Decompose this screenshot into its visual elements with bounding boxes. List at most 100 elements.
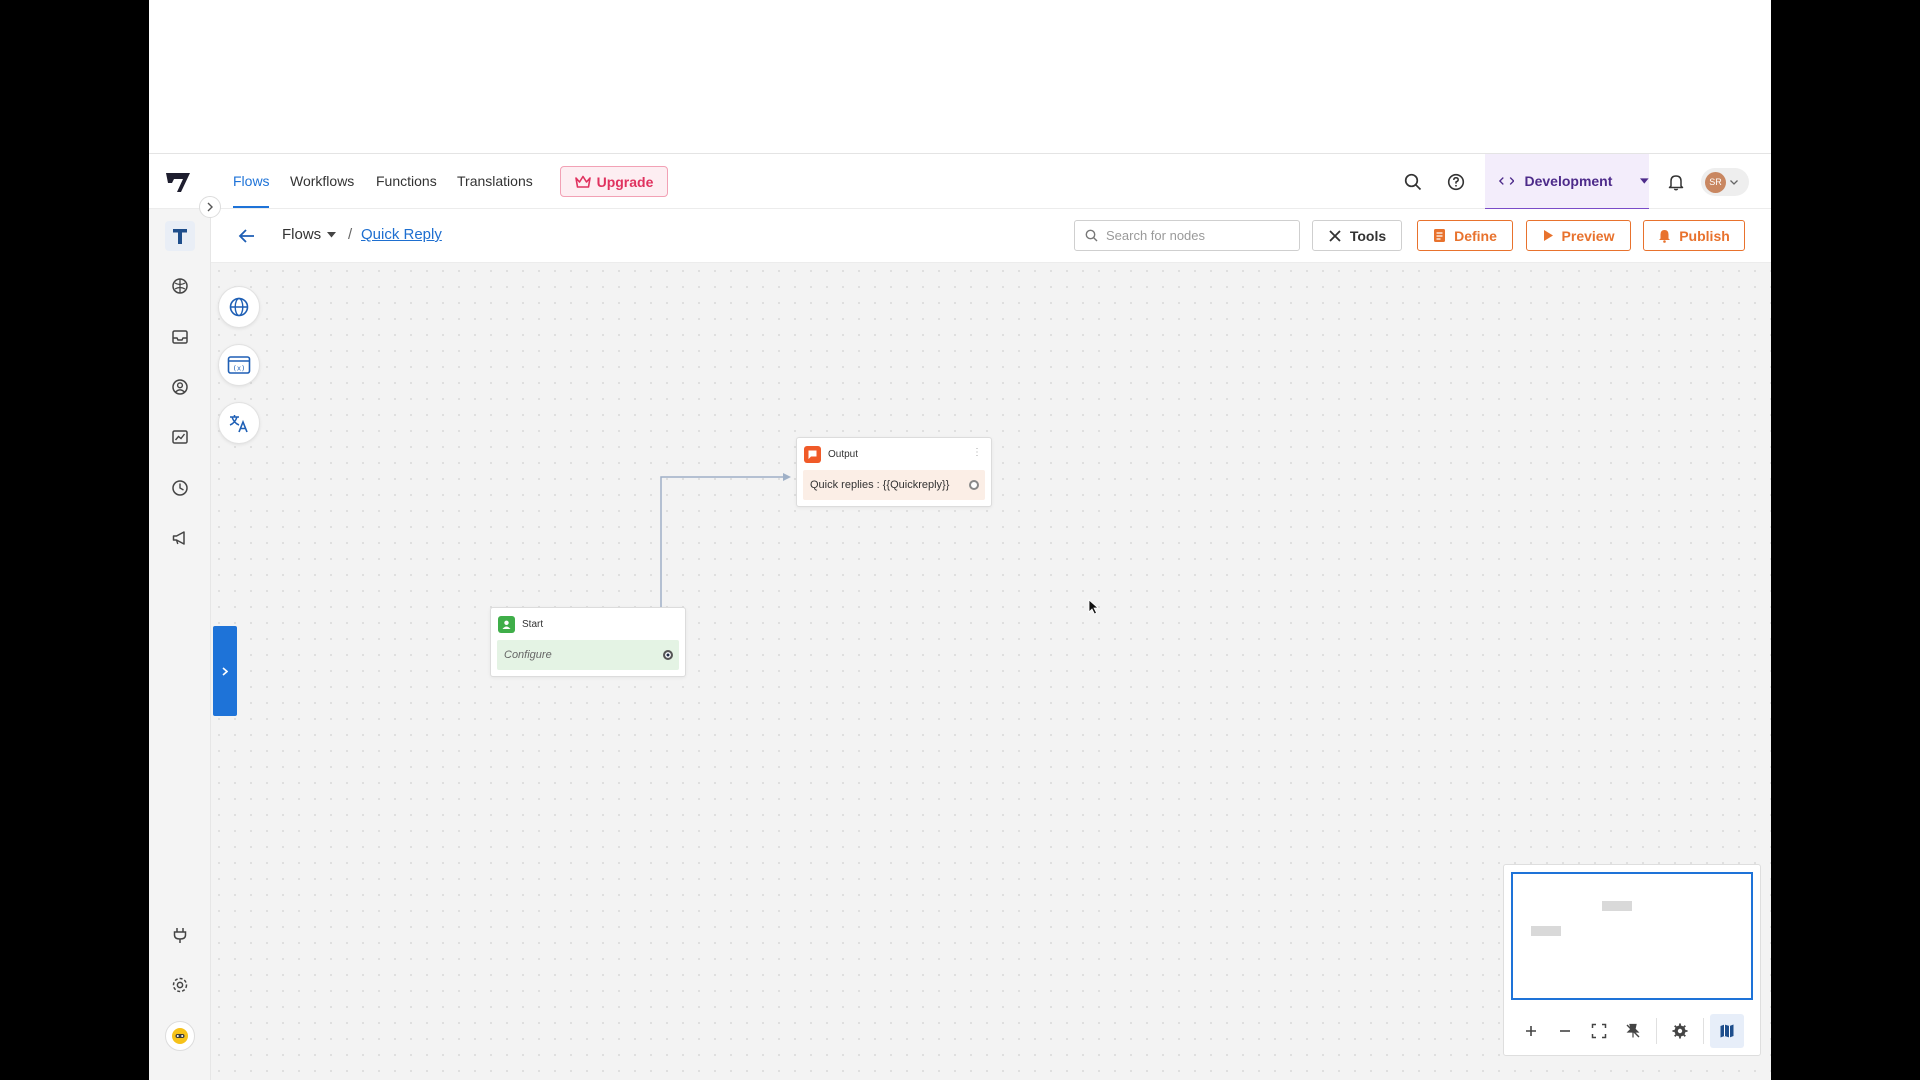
start-node[interactable]: Start Configure bbox=[490, 607, 686, 677]
zoom-out-icon bbox=[1560, 1029, 1570, 1032]
start-node-port[interactable] bbox=[663, 650, 673, 660]
translate-icon bbox=[229, 415, 248, 433]
pin-button[interactable] bbox=[1616, 1014, 1650, 1048]
chevron-right-icon bbox=[207, 202, 213, 212]
rail-item-contacts[interactable] bbox=[165, 372, 195, 402]
breadcrumb-current[interactable]: Quick Reply bbox=[361, 226, 442, 243]
pin-icon bbox=[1626, 1023, 1640, 1037]
settings-icon bbox=[172, 977, 188, 993]
plug-icon bbox=[173, 928, 187, 943]
zoom-in-button[interactable] bbox=[1514, 1014, 1548, 1048]
canvas-settings-button[interactable] bbox=[1663, 1014, 1697, 1048]
top-nav-bar: Flows Workflows Functions Translations U… bbox=[149, 153, 1771, 210]
minimap-toggle-button[interactable] bbox=[1710, 1013, 1744, 1048]
output-node[interactable]: Output ⋮ Quick replies : {{Quickreply}} bbox=[796, 437, 992, 507]
minimap-viewport[interactable] bbox=[1511, 872, 1753, 1000]
upgrade-button[interactable]: Upgrade bbox=[560, 166, 668, 197]
minimap-controls bbox=[1504, 1006, 1760, 1055]
start-node-content: Configure bbox=[504, 649, 552, 661]
map-icon bbox=[1720, 1024, 1734, 1037]
crown-icon bbox=[574, 175, 591, 188]
upgrade-label: Upgrade bbox=[596, 173, 654, 190]
flow-canvas[interactable]: (x) bbox=[211, 263, 1771, 1080]
chevron-down-icon bbox=[1730, 179, 1738, 185]
publish-button[interactable]: Publish bbox=[1643, 220, 1745, 251]
output-node-body[interactable]: Quick replies : {{Quickreply}} bbox=[803, 470, 985, 500]
breadcrumb-root[interactable]: Flows bbox=[282, 226, 337, 243]
tab-flows[interactable]: Flows bbox=[233, 154, 270, 208]
output-node-title: Output bbox=[828, 448, 859, 460]
support-icon bbox=[172, 1028, 188, 1044]
caret-down-icon bbox=[327, 231, 337, 237]
zoom-out-button[interactable] bbox=[1548, 1014, 1582, 1048]
rail-item-settings[interactable] bbox=[165, 970, 195, 1000]
rail-item-ai[interactable] bbox=[165, 271, 195, 301]
rail-item-history[interactable] bbox=[165, 473, 195, 503]
brand-logo[interactable] bbox=[163, 168, 193, 196]
rail-item-integrations[interactable] bbox=[165, 920, 195, 950]
settings-icon bbox=[1672, 1023, 1688, 1038]
megaphone-icon bbox=[172, 531, 185, 545]
start-node-title: Start bbox=[522, 618, 544, 630]
user-menu[interactable]: SR bbox=[1701, 168, 1749, 196]
global-search-button[interactable] bbox=[1399, 168, 1427, 196]
breadcrumb-root-label: Flows bbox=[282, 226, 322, 243]
arrow-left-icon bbox=[238, 229, 254, 243]
start-node-header: Start bbox=[491, 608, 685, 640]
open-drawer-tab[interactable] bbox=[213, 626, 237, 716]
start-node-body[interactable]: Configure bbox=[497, 640, 679, 670]
app-window: Flows Workflows Functions Translations U… bbox=[149, 0, 1771, 1080]
notifications-button[interactable] bbox=[1662, 168, 1690, 196]
environment-select[interactable]: Development bbox=[1485, 154, 1649, 210]
expand-sidebar-button[interactable] bbox=[199, 196, 221, 218]
help-button[interactable] bbox=[1442, 168, 1470, 196]
user-icon bbox=[502, 620, 511, 629]
variables-tool-button[interactable]: (x) bbox=[218, 344, 260, 386]
breadcrumb-separator: / bbox=[348, 226, 353, 243]
globe-icon bbox=[229, 297, 249, 317]
minimap-divider bbox=[1656, 1017, 1657, 1044]
node-search[interactable] bbox=[1074, 220, 1300, 251]
contacts-icon bbox=[172, 379, 188, 395]
preview-label: Preview bbox=[1561, 227, 1615, 244]
rail-item-inbox[interactable] bbox=[165, 322, 195, 352]
define-button[interactable]: Define bbox=[1417, 220, 1513, 251]
code-icon bbox=[1499, 177, 1515, 185]
analytics-icon bbox=[172, 430, 188, 444]
bell-icon bbox=[1668, 175, 1684, 191]
zoom-in-icon bbox=[1526, 1025, 1536, 1036]
tab-translations[interactable]: Translations bbox=[457, 173, 533, 189]
start-node-badge bbox=[498, 615, 515, 633]
rail-item-support[interactable] bbox=[165, 1021, 195, 1051]
preview-button[interactable]: Preview bbox=[1526, 220, 1631, 251]
search-icon bbox=[1085, 229, 1098, 242]
fit-view-icon bbox=[1591, 1023, 1607, 1038]
minimap-divider bbox=[1703, 1017, 1704, 1044]
rail-item-broadcast[interactable] bbox=[165, 523, 195, 553]
translation-tool-button[interactable] bbox=[218, 402, 260, 444]
tab-functions[interactable]: Functions bbox=[376, 173, 437, 189]
node-menu-icon[interactable]: ⋮ bbox=[972, 447, 982, 458]
back-button[interactable] bbox=[235, 224, 259, 248]
history-icon bbox=[172, 480, 188, 496]
output-node-badge bbox=[804, 445, 821, 463]
minimap-panel bbox=[1503, 864, 1761, 1056]
bell-icon bbox=[1659, 230, 1671, 243]
languages-tool-button[interactable] bbox=[218, 286, 260, 328]
inbox-icon bbox=[172, 330, 188, 344]
tools-button[interactable]: Tools bbox=[1312, 220, 1402, 251]
rail-item-analytics[interactable] bbox=[165, 422, 195, 452]
output-node-port[interactable] bbox=[969, 480, 979, 490]
rail-item-builder[interactable] bbox=[165, 221, 195, 251]
tab-workflows[interactable]: Workflows bbox=[290, 173, 355, 189]
node-search-input[interactable] bbox=[1106, 228, 1286, 243]
svg-text:(x): (x) bbox=[233, 365, 246, 373]
avatar: SR bbox=[1705, 171, 1726, 193]
environment-label: Development bbox=[1524, 173, 1613, 189]
output-node-content: Quick replies : {{Quickreply}} bbox=[810, 479, 950, 491]
document-icon bbox=[1434, 229, 1446, 242]
fit-view-button[interactable] bbox=[1582, 1014, 1616, 1048]
message-icon bbox=[808, 450, 817, 459]
flow-toolbar: Flows / Quick Reply Tools Defin bbox=[211, 209, 1771, 263]
side-rail bbox=[149, 209, 211, 1080]
